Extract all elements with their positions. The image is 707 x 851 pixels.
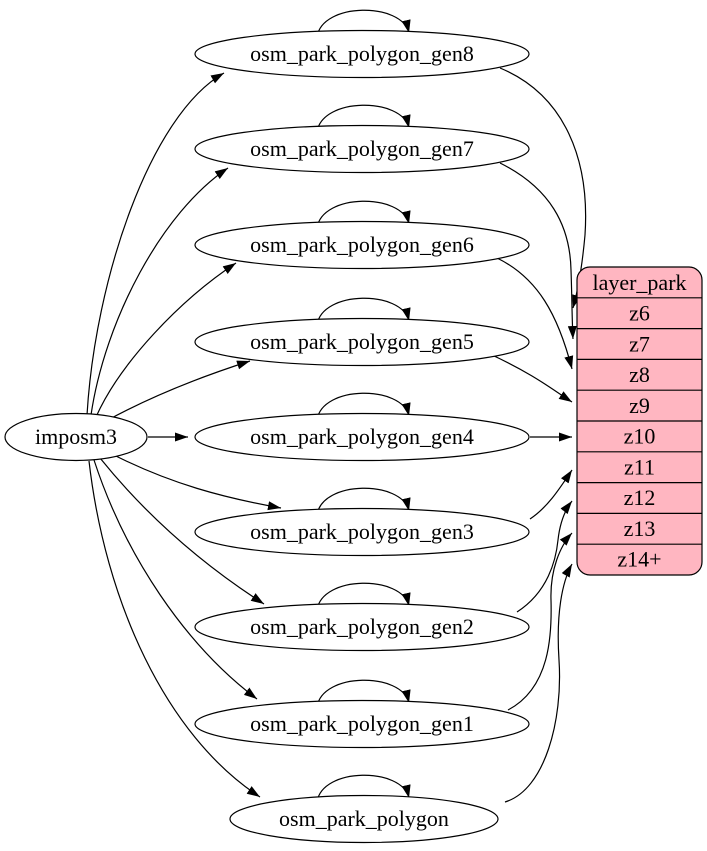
node-osm-park-polygon-gen2: osm_park_polygon_gen2	[194, 602, 530, 652]
node-layer-park: layer_park z6 z7 z8 z9 z10 z11 z12 z13 z…	[576, 266, 703, 576]
node-imposm3: imposm3	[4, 412, 148, 462]
gen8-ellipse	[194, 29, 530, 79]
self-loop-gen4	[316, 392, 411, 421]
gen3-ellipse	[194, 507, 530, 557]
node-osm-park-polygon-gen5: osm_park_polygon_gen5	[194, 317, 530, 367]
self-loop-gen8	[316, 9, 411, 38]
imposm3-ellipse	[4, 412, 148, 462]
edge-gen1-to-z13	[507, 532, 573, 711]
gen1-label: osm_park_polygon_gen1	[250, 711, 474, 736]
record-row-z6: z6	[629, 301, 650, 326]
node-osm-park-polygon-gen7: osm_park_polygon_gen7	[194, 124, 530, 174]
edges-self-loops	[316, 9, 411, 803]
edge-imposm3-to-gen8	[86, 72, 225, 416]
gen1-ellipse	[194, 699, 530, 749]
gen7-ellipse	[194, 124, 530, 174]
edge-gen3-to-z11	[529, 469, 573, 520]
node-osm-park-polygon: osm_park_polygon	[229, 794, 499, 844]
gen2-ellipse	[194, 602, 530, 652]
record-row-z10: z10	[624, 424, 656, 449]
edge-polygon-to-z14	[504, 563, 573, 803]
record-row-z13: z13	[624, 516, 656, 541]
gen8-label: osm_park_polygon_gen8	[250, 41, 474, 66]
gen4-ellipse	[194, 412, 530, 462]
record-row-z7: z7	[629, 332, 650, 357]
self-loop-gen3	[316, 487, 411, 516]
edge-imposm3-to-gen6	[95, 262, 237, 418]
gen3-label: osm_park_polygon_gen3	[250, 519, 474, 544]
self-loop-gen1	[316, 679, 411, 708]
edge-gen5-to-z9	[491, 354, 573, 403]
edge-gen8-to-z6	[499, 67, 587, 309]
self-loop-polygon	[316, 774, 411, 803]
record-row-z11: z11	[624, 455, 655, 480]
edge-imposm3-to-gen5	[105, 360, 251, 422]
imposm3-label: imposm3	[35, 424, 117, 449]
gen6-label: osm_park_polygon_gen6	[250, 232, 474, 257]
node-osm-park-polygon-gen4: osm_park_polygon_gen4	[194, 412, 530, 462]
record-row-z8: z8	[629, 362, 650, 387]
record-row-z12: z12	[624, 485, 656, 510]
gen6-ellipse	[194, 220, 530, 270]
node-osm-park-polygon-gen3: osm_park_polygon_gen3	[194, 507, 530, 557]
polygon-ellipse	[229, 794, 499, 844]
layer-park-title: layer_park	[592, 270, 686, 295]
self-loop-gen2	[316, 582, 411, 611]
edge-imposm3-to-gen7	[90, 167, 229, 416]
edge-imposm3-to-gen3	[109, 452, 282, 511]
edge-imposm3-to-gen2	[99, 457, 265, 605]
record-row-z9: z9	[629, 393, 650, 418]
node-osm-park-polygon-gen6: osm_park_polygon_gen6	[194, 220, 530, 270]
gen5-label: osm_park_polygon_gen5	[250, 329, 474, 354]
self-loop-gen5	[316, 297, 411, 326]
edge-gen6-to-z8	[496, 257, 574, 370]
record-row-z14: z14+	[617, 547, 661, 572]
node-osm-park-polygon-gen8: osm_park_polygon_gen8	[194, 29, 530, 79]
gen4-label: osm_park_polygon_gen4	[250, 424, 474, 449]
edge-imposm3-to-polygon	[88, 460, 261, 798]
self-loop-gen6	[316, 200, 411, 229]
edge-gen2-to-z12	[516, 500, 573, 613]
gen7-label: osm_park_polygon_gen7	[250, 136, 474, 161]
edges-source-to-tables	[86, 72, 282, 798]
gen5-ellipse	[194, 317, 530, 367]
edges-tables-to-record	[491, 67, 587, 803]
gen2-label: osm_park_polygon_gen2	[250, 614, 474, 639]
edge-imposm3-to-gen1	[93, 459, 258, 700]
node-osm-park-polygon-gen1: osm_park_polygon_gen1	[194, 699, 530, 749]
self-loop-gen7	[316, 104, 411, 133]
polygon-label: osm_park_polygon	[279, 806, 449, 831]
edge-gen7-to-z7	[499, 162, 577, 340]
